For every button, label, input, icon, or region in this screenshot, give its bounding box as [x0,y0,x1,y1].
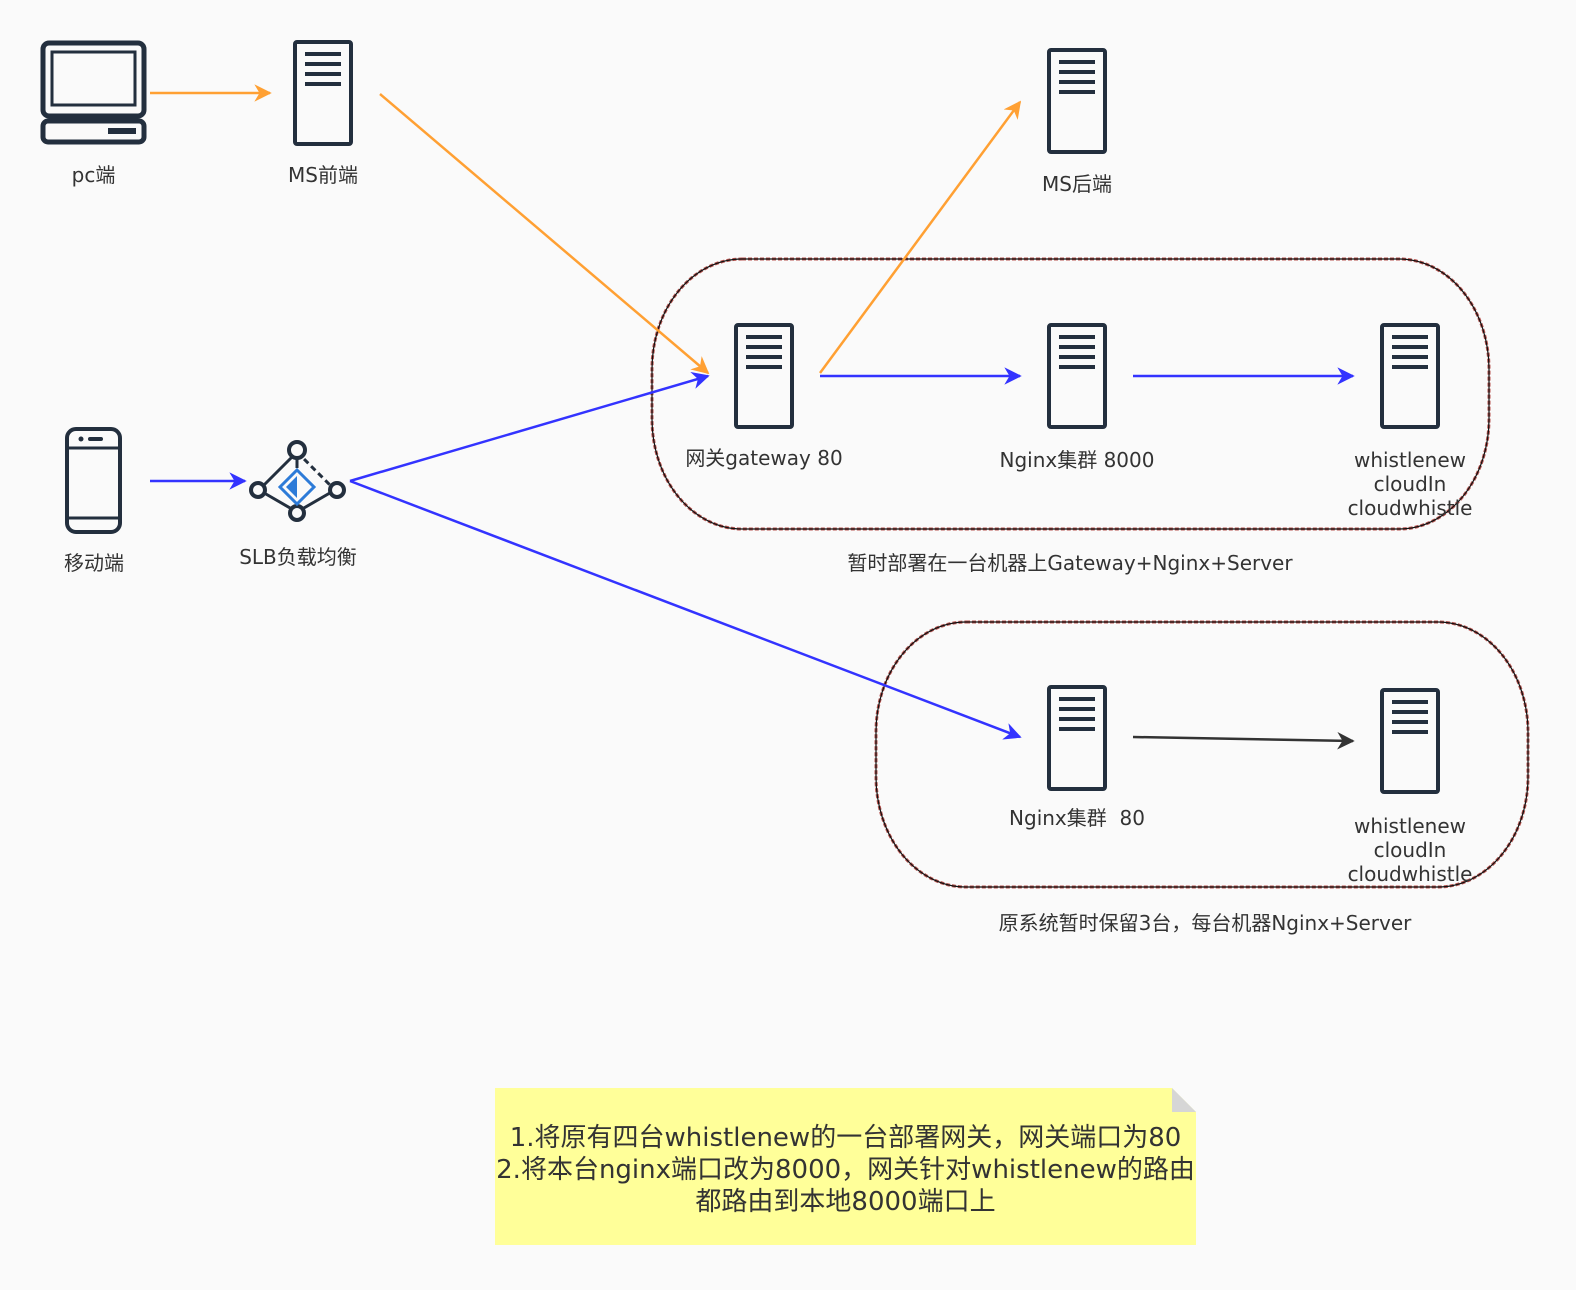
laptop-icon [40,40,147,145]
gateway-label: 网关gateway 80 [685,446,843,470]
whistle-1-line-2: cloudIn [1373,472,1447,496]
mobile-phone-icon [65,427,122,534]
gateway-server-icon [734,323,794,429]
edge-ms-front-to-gateway [379,93,710,375]
mobile-label: 移动端 [64,551,124,575]
whistle-1-server-icon [1382,325,1438,427]
nginx-8000-server-icon [1049,325,1105,427]
group-old-system-caption: 原系统暂时保留3台，每台机器Nginx+Server [998,911,1412,935]
whistle-2-line-1: whistlenew [1353,814,1467,838]
note-text: 1.将原有四台whistlenew的一台部署网关，网关端口为80 2.将本台ng… [495,1122,1196,1218]
ms-back-server-icon [1047,48,1107,154]
nginx-80-server-icon [1047,685,1107,791]
nginx-80-label: Nginx集群 80 [1009,806,1145,830]
whistle-1-line-3: cloudwhistle [1347,496,1473,520]
edge-nginx-80-to-whistle-2 [1132,731,1355,750]
whistle-2-line-3: cloudwhistle [1347,862,1473,886]
ms-front-server-icon [293,40,353,146]
whistle-1-line-1: whistlenew [1353,448,1467,472]
edge-slb-to-nginx-80 [349,479,1022,740]
slb-label: SLB负载均衡 [239,545,357,569]
edge-gateway-to-ms-back [818,100,1022,374]
load-balancer-icon [249,440,346,522]
whistle-1-label: whistlenew cloudIn cloudwhistle [1330,448,1490,520]
sticky-note [495,1088,1196,1245]
whistle-2-label: whistlenew cloudIn cloudwhistle [1330,814,1490,886]
pc-label: pc端 [71,163,116,187]
ms-back-label: MS后端 [1042,172,1112,196]
nginx-8000-label: Nginx集群 8000 [999,448,1155,472]
note-line-3: 都路由到本地8000端口上 [695,1187,996,1217]
whistle-2-server-icon [1382,690,1438,792]
note-line-2: 2.将本台nginx端口改为8000，网关针对whistlenew的路由 [496,1155,1195,1185]
group-new-deploy-caption: 暂时部署在一台机器上Gateway+Nginx+Server [847,551,1293,575]
ms-front-label: MS前端 [288,163,358,187]
edge-slb-to-gateway [349,372,710,483]
note-line-1: 1.将原有四台whistlenew的一台部署网关，网关端口为80 [509,1123,1182,1153]
whistle-2-line-2: cloudIn [1373,838,1447,862]
